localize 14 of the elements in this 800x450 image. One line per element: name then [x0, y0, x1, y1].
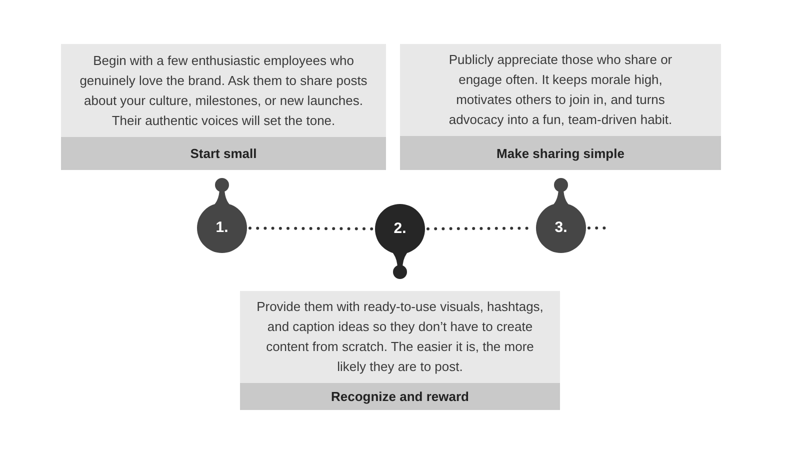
dotted-connector — [248, 226, 374, 230]
card-heading: Recognize and reward — [240, 383, 560, 410]
card-text: Begin with a few enthusiastic employees who genuinely love the brand. Ask them to share posts about your culture, milestones, or new launches. Their authentic voices will set the tone. — [78, 52, 368, 130]
step-card — [61, 44, 386, 170]
step-card — [400, 44, 721, 170]
step-number: 3. — [554, 219, 568, 237]
card-heading: Make sharing simple — [400, 136, 721, 170]
step-card — [240, 291, 560, 410]
dotted-connector — [588, 226, 608, 230]
step-number: 1. — [216, 219, 228, 237]
card-text: Publicly appreciate those who share or engage often. It keeps morale high, motivates others to join in, and turns advocacy into a fun, team-driven habit. — [448, 51, 674, 129]
step-number: 2. — [394, 220, 406, 238]
card-text: Provide them with ready-to-use visuals, hashtags, and caption ideas so they don’t have to create content from scratch. The easier it is, the more likely they are to post. — [256, 298, 544, 376]
card-heading: Start small — [61, 137, 386, 170]
